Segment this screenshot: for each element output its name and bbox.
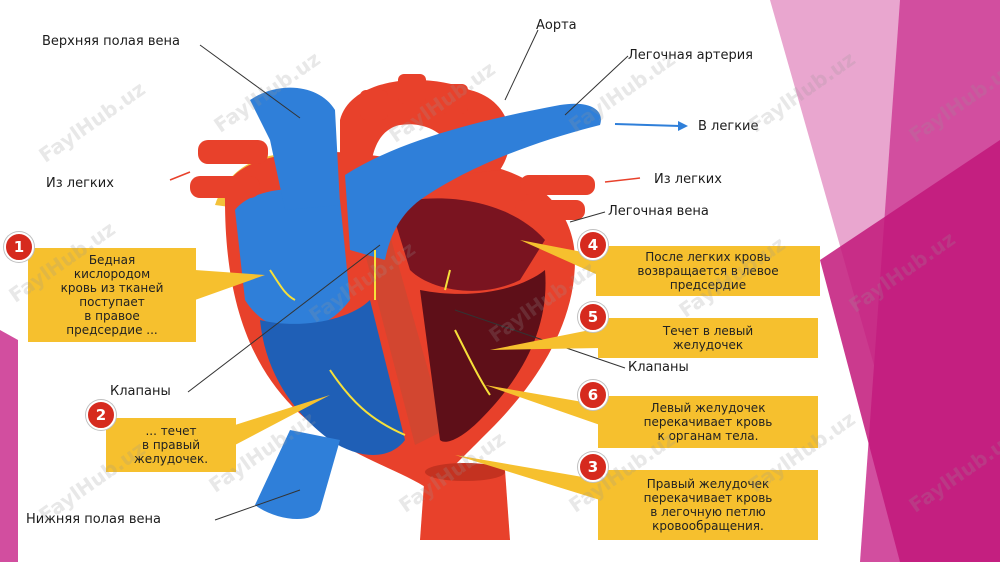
- label-superior-vena-cava: Верхняя полая вена: [42, 34, 180, 49]
- pointer-step-4: [520, 240, 598, 275]
- label-pulmonary-vein: Легочная вена: [608, 204, 709, 219]
- leader-valves-right: [454, 309, 626, 369]
- inferior-vena-cava-vessel: [255, 430, 340, 520]
- right-atrium: [235, 189, 350, 330]
- aorta-branch-3: [440, 84, 468, 114]
- aorta-branch-2: [398, 74, 426, 104]
- label-valves-left: Клапаны: [110, 384, 171, 399]
- left-ventricle: [420, 270, 546, 442]
- flow-arrow-1: [269, 269, 296, 301]
- badge-step-5: 5: [578, 302, 608, 332]
- superior-vena-cava-vessel: [250, 87, 340, 210]
- to-lungs-arrow: [614, 123, 681, 127]
- pulmonary-vein-right-1: [520, 175, 595, 195]
- from-lungs-right-arrow: [604, 177, 641, 183]
- pulmonary-vein-left-1: [198, 140, 268, 164]
- leader-inferior-vena-cava: [214, 489, 301, 521]
- leader-valves-left: [187, 244, 381, 393]
- leader-superior-vena-cava: [199, 44, 301, 119]
- pulmonary-vein-right-2: [515, 200, 585, 220]
- pointer-step-3: [455, 455, 600, 500]
- pointer-step-2: [235, 395, 330, 445]
- callout-step-1: Бедная кислородом кровь из тканей поступ…: [28, 248, 196, 342]
- pulmonary-vein-left-2: [190, 176, 260, 198]
- callout-step-4: После легких кровь возвращается в левое …: [596, 246, 820, 296]
- descending-vessel-opening: [425, 463, 505, 481]
- to-lungs-arrowhead: [678, 121, 688, 131]
- leader-aorta: [504, 29, 539, 101]
- badge-step-1: 1: [4, 232, 34, 262]
- left-atrium: [390, 198, 545, 291]
- label-to-lungs: В легкие: [698, 119, 759, 134]
- callout-step-2: ... течет в правый желудочек.: [106, 418, 236, 472]
- callout-step-6: Левый желудочек перекачивает кровь к орг…: [598, 396, 818, 448]
- label-pulmonary-artery: Легочная артерия: [628, 48, 753, 63]
- aorta-branch-1: [360, 90, 388, 120]
- label-aorta: Аорта: [536, 18, 577, 33]
- leader-pulmonary-vein: [569, 211, 606, 223]
- flow-arrow-5: [444, 269, 451, 291]
- pointer-step-1: [195, 270, 265, 300]
- descending-vessel: [420, 470, 510, 540]
- from-lungs-left-arrow: [169, 171, 191, 181]
- septum: [355, 200, 445, 445]
- pointer-step-6: [485, 385, 600, 425]
- callout-step-5: Течет в левый желудочек: [598, 318, 818, 358]
- pulmonary-artery-vessel: [345, 103, 601, 261]
- label-from-lungs-left: Из легких: [46, 176, 114, 191]
- badge-step-3: 3: [578, 452, 608, 482]
- label-from-lungs-right: Из легких: [654, 172, 722, 187]
- leader-pulmonary-artery: [564, 55, 629, 116]
- right-ventricle: [260, 300, 405, 455]
- flow-arrow-4: [454, 329, 491, 396]
- label-valves-right: Клапаны: [628, 360, 689, 375]
- pointer-step-5: [490, 328, 600, 350]
- label-inferior-vena-cava: Нижняя полая вена: [26, 512, 162, 527]
- flow-arrow-2: [329, 369, 406, 436]
- badge-step-6: 6: [578, 380, 608, 410]
- callout-step-3: Правый желудочек перекачивает кровь в ле…: [598, 470, 818, 540]
- badge-step-2: 2: [86, 400, 116, 430]
- badge-step-4: 4: [578, 230, 608, 260]
